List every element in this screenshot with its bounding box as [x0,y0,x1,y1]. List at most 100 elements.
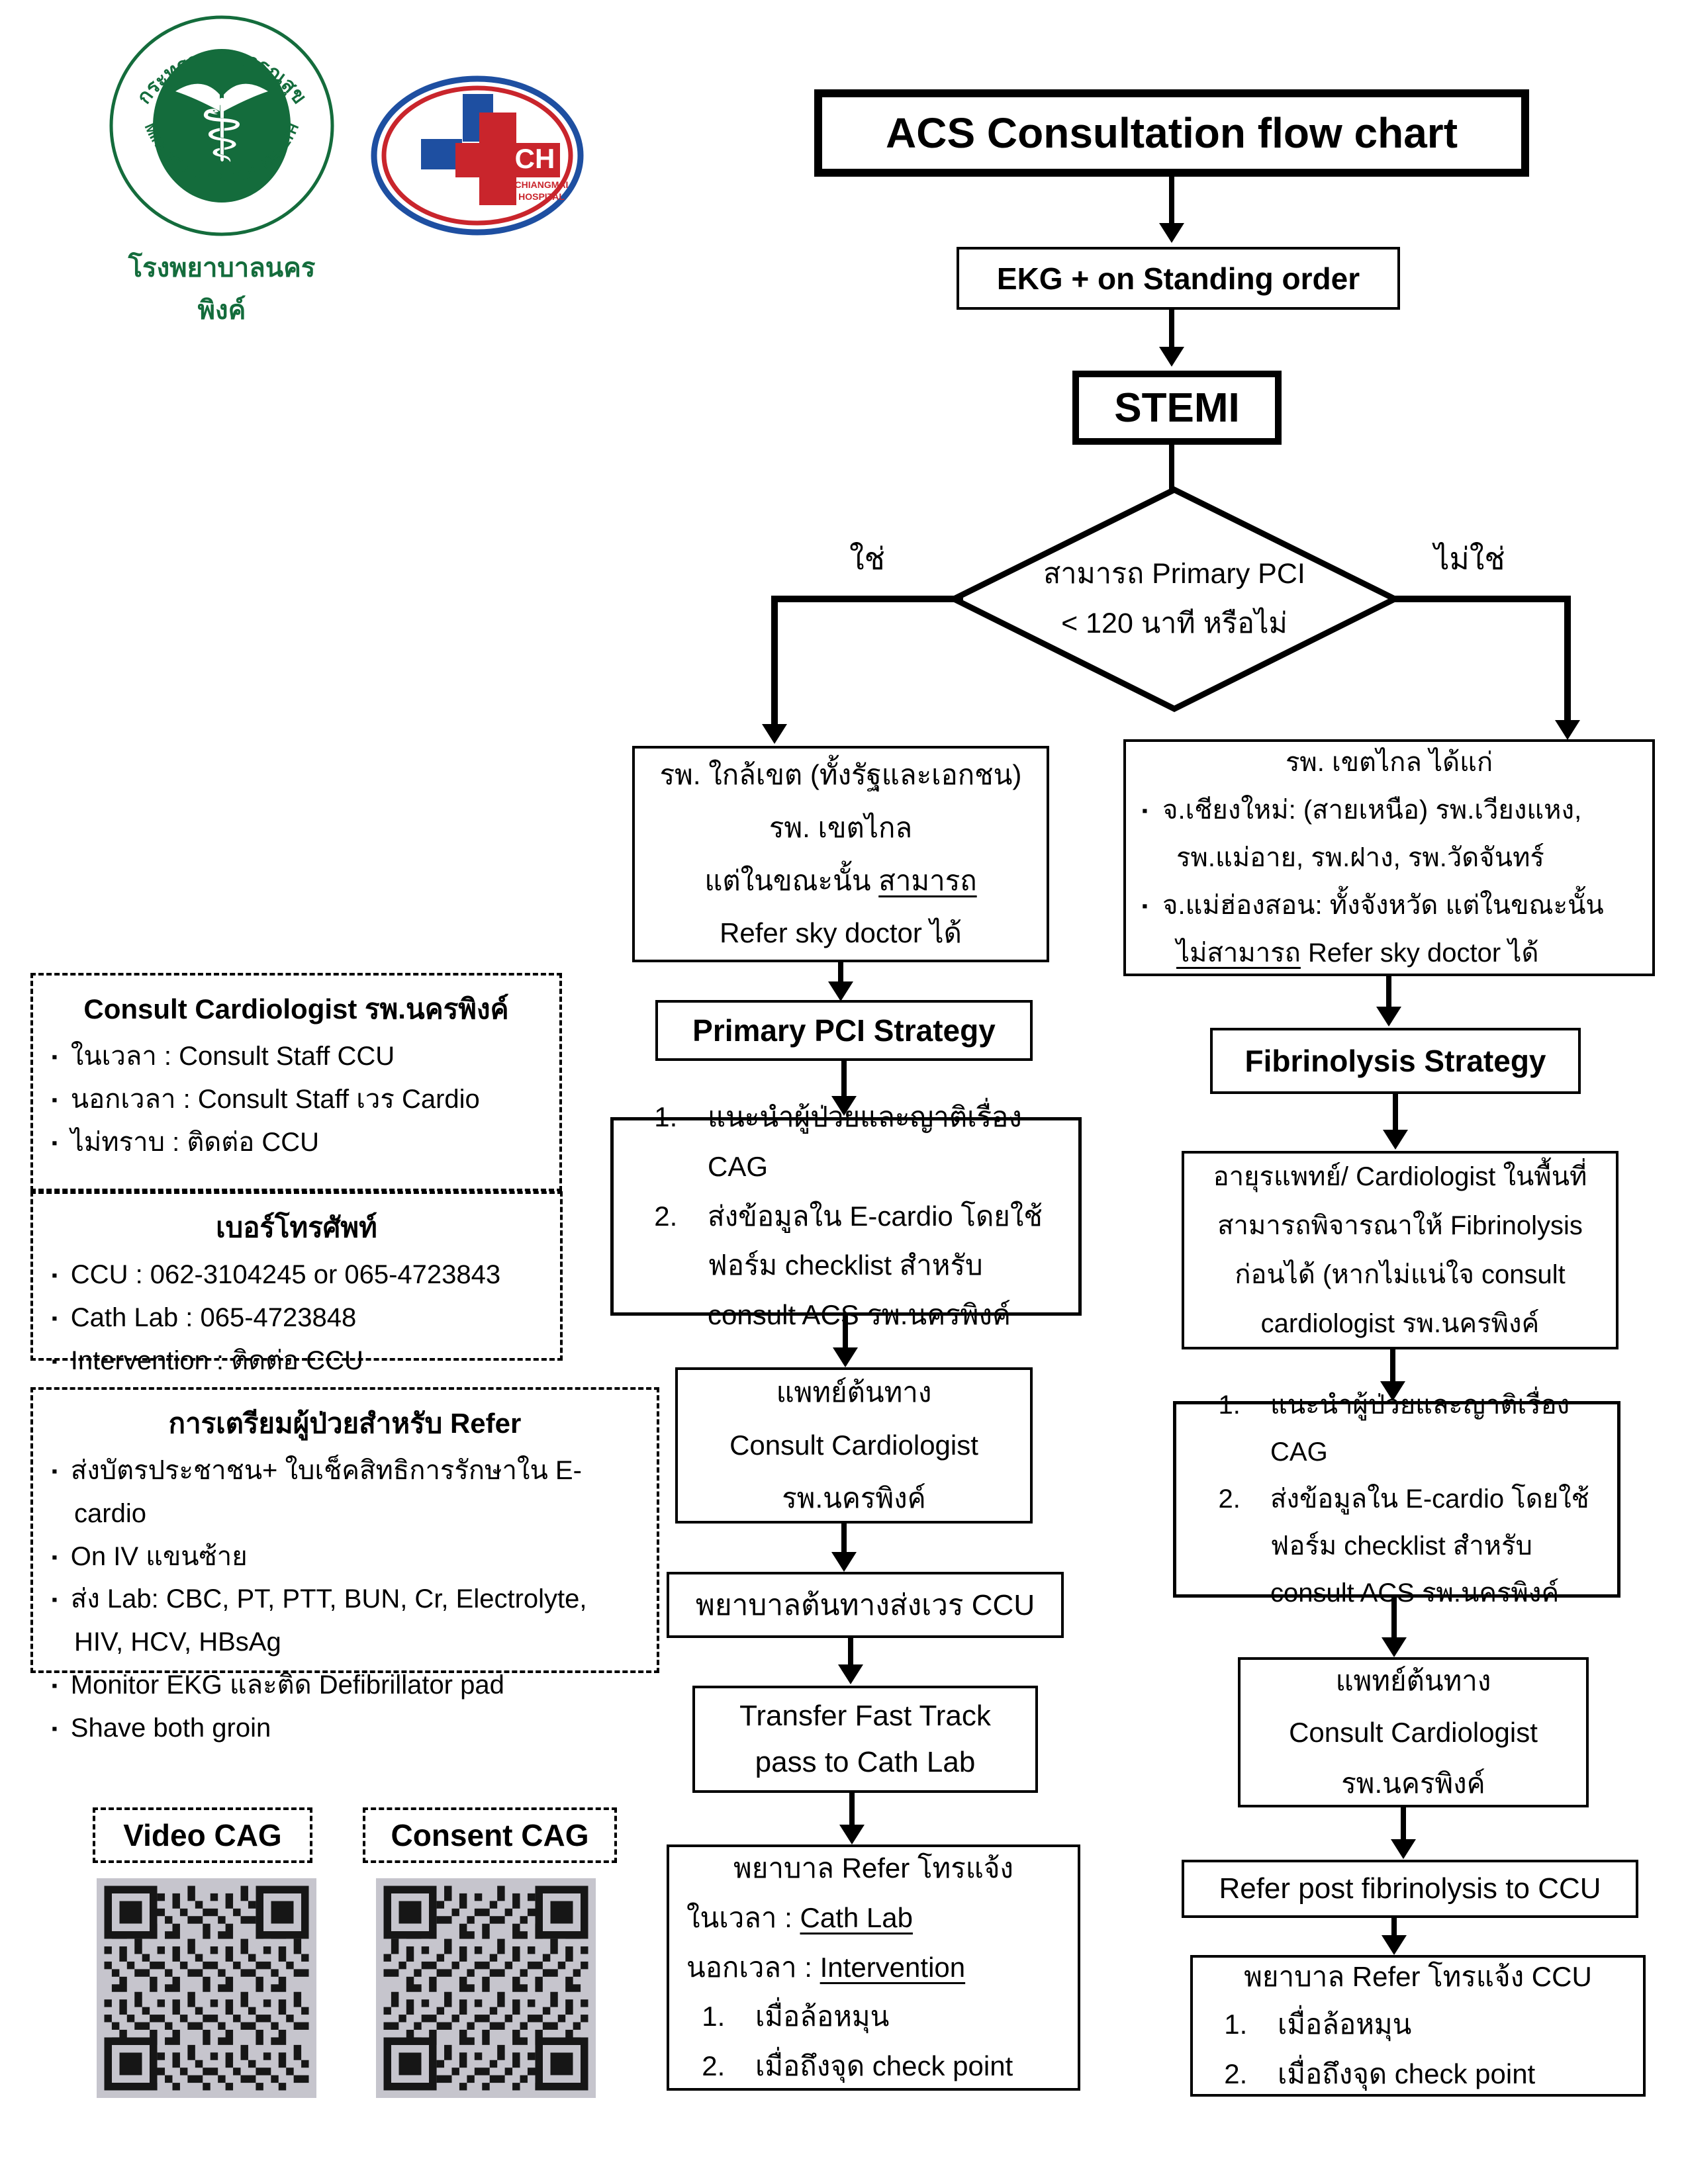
video-cag-label-text: Video CAG [123,1818,282,1852]
left-consult-line1: แพทย์ต้นทาง [776,1377,932,1408]
consult-panel-item: นอกเวลา : Consult Staff เวร Cardio [52,1078,543,1121]
physician-line2: สามารถพิจารณาให้ Fibrinolysis [1217,1211,1583,1240]
near-hospital-box: รพ. ใกล้เขต (ทั้งรัฐและเอกชน) รพ. เขตไกล… [632,746,1049,962]
right-refer-notify-box: พยาบาล Refer โทรแจ้ง CCU เมื่อล้อหมุน เม… [1190,1955,1646,2097]
phones-panel-title: เบอร์โทรศัพท์ [216,1212,377,1243]
flow-connector [1564,596,1571,723]
flow-connector [849,1793,855,1826]
transfer-line1: Transfer Fast Track [739,1699,991,1732]
decision-no-label: ไม่ใช่ [1434,541,1505,576]
left-steps-list: แนะนำผู้ป่วยและญาติเรื่อง CAG ส่งข้อมูลใ… [614,1093,1078,1340]
flow-connector [841,1524,847,1553]
prep-panel-item: Shave both groin [52,1707,641,1750]
decision-line1: สามารถ Primary PCI [1043,557,1305,590]
far-hospital-bullet1: ▪ จ.เชียงใหม่: (สายเหนือ) รพ.เวียงแหง, ร… [1142,786,1636,882]
near-hospital-line2: รพ. เขตไกล [769,811,913,843]
prep-panel-item: On IV แขนซ้าย [52,1535,641,1578]
page-title-text: ACS Consultation flow chart [886,109,1458,157]
phones-panel-list: CCU : 062-3104245 or 065-4723843 Cath La… [33,1253,560,1382]
left-notify-steps: เมื่อล้อหมุน เมื่อถึงจุด check point [686,1992,1060,2091]
flow-connector [848,1638,853,1666]
nurse-handoff-ccu-text: พยาบาลต้นทางส่งเวร CCU [695,1589,1035,1621]
flow-connector [1391,1918,1397,1936]
left-steps-box: แนะนำผู้ป่วยและญาติเรื่อง CAG ส่งข้อมูลใ… [610,1101,1082,1330]
right-notify-step-2: เมื่อถึงจุด check point [1255,2050,1607,2099]
consult-panel-item: ในเวลา : Consult Staff CCU [52,1035,543,1078]
right-notify-step-1: เมื่อล้อหมุน [1255,2000,1607,2050]
video-cag-qr-code [97,1878,316,2098]
transfer-fast-track-box: Transfer Fast Track pass to Cath Lab [692,1686,1038,1793]
arrow-down-icon [1555,720,1580,740]
arrow-down-icon [1391,1839,1416,1859]
phones-panel-item: CCU : 062-3104245 or 065-4723843 [52,1253,544,1297]
fibrinolysis-strategy-box: Fibrinolysis Strategy [1210,1028,1581,1094]
flow-connector [771,596,963,602]
far-hospital-box: รพ. เขตไกล ได้แก่ ▪ จ.เชียงใหม่: (สายเหน… [1123,739,1655,976]
far-hospital-bullet2-underline: ไม่สามารถ [1176,938,1301,968]
arrow-down-icon [1380,1381,1405,1401]
prep-panel-item: ส่งบัตรประชาชน+ ใบเช็คสิทธิการรักษาใน E-… [52,1449,641,1535]
flow-connector [1389,596,1571,602]
decision-yes-label: ใช่ [849,541,885,576]
left-notify-step-2: เมื่อถึงจุด check point [733,2042,1041,2091]
primary-pci-strategy-text: Primary PCI Strategy [692,1013,996,1048]
ekg-standing-order-box: EKG + on Standing order [957,247,1400,310]
flow-connector [841,1061,847,1098]
right-step-1: แนะนำผู้ป่วยและญาติเรื่อง CAG [1248,1382,1597,1476]
far-hospital-heading: รพ. เขตไกล ได้แก่ [1285,748,1493,777]
arrow-down-icon [1159,223,1184,243]
nurse-handoff-ccu-box: พยาบาลต้นทางส่งเวร CCU [667,1572,1064,1638]
physician-line4: cardiologist รพ.นครพิงค์ [1260,1309,1540,1338]
decision-text: สามารถ Primary PCI < 120 นาที หรือไม่ [982,523,1366,675]
phones-panel-item: Cath Lab : 065-4723848 [52,1297,544,1340]
near-hospital-line4: Refer sky doctor ได้ [720,917,962,949]
primary-pci-strategy-box: Primary PCI Strategy [655,1000,1033,1061]
local-physician-box: อายุรแพทย์/ Cardiologist ในพื้นที่ สามาร… [1182,1151,1618,1349]
right-steps-list: แนะนำผู้ป่วยและญาติเรื่อง CAG ส่งข้อมูลใ… [1176,1382,1617,1617]
right-consult-line3: รพ.นครพิงค์ [1341,1768,1485,1799]
refer-post-fibrinolysis-box: Refer post fibrinolysis to CCU [1182,1860,1638,1918]
moph-caption: โรงพยาบาลนครพิงค์ [128,253,316,325]
flow-connector [1390,1349,1395,1383]
arrow-down-icon [1159,347,1184,367]
near-hospital-line3-underline: สามารถ [878,864,977,896]
right-step-2: ส่งข้อมูลใน E-cardio โดยใช้ฟอร์ม checkli… [1248,1476,1597,1617]
arrow-down-icon [833,1347,858,1367]
flow-connector [1401,1807,1406,1841]
flow-connector [1169,310,1174,348]
left-notify-inhours: ในเวลา : Cath Lab [686,1893,1060,1943]
far-hospital-bullet2-suffix: Refer sky doctor ได้ [1300,938,1539,968]
decision-diamond [949,486,1399,713]
phone-numbers-panel: เบอร์โทรศัพท์ CCU : 062-3104245 or 065-4… [30,1191,563,1375]
stemi-box: STEMI [1072,371,1282,445]
left-notify-inhours-label: ในเวลา : [686,1901,800,1933]
left-refer-notify-box: พยาบาล Refer โทรแจ้ง ในเวลา : Cath Lab น… [667,1844,1080,2091]
moph-logo: กระทรวงสาธารณสุข MINISTRY OF PUBLIC HEAL… [106,12,338,325]
right-steps-box: แนะนำผู้ป่วยและญาติเรื่อง CAG ส่งข้อมูลใ… [1173,1390,1620,1608]
consult-panel-title: Consult Cardiologist รพ.นครพิงค์ [83,993,509,1024]
arrow-down-icon [1376,1007,1401,1026]
far-hospital-bullet1-text: จ.เชียงใหม่: (สายเหนือ) รพ.เวียงแหง, รพ.… [1162,796,1582,872]
left-notify-inhours-value: Cath Lab [800,1901,913,1933]
page-title: ACS Consultation flow chart [814,89,1529,177]
refer-preparation-panel: การเตรียมผู้ป่วยสำหรับ Refer ส่งบัตรประช… [30,1387,659,1743]
flow-connector [838,962,843,983]
arrow-down-icon [831,1552,857,1572]
transfer-line2: pass to Cath Lab [755,1746,976,1778]
flow-connector [1393,1094,1398,1131]
ch-abbr: CH [515,143,555,174]
prep-panel-item: Monitor EKG และติด Defibrillator pad [52,1664,641,1707]
far-hospital-bullet2-prefix: จ.แม่ฮ่องสอน: ทั้งจังหวัด แต่ในขณะนั้น [1162,891,1604,920]
near-hospital-line3: แต่ในขณะนั้น สามารถ [704,854,976,907]
refer-post-fibrinolysis-text: Refer post fibrinolysis to CCU [1219,1872,1601,1905]
phones-panel-item: Intervention : ติดต่อ CCU [52,1340,544,1383]
consent-cag-label-text: Consent CAG [391,1818,589,1852]
bullet-icon: ▪ [1142,802,1148,820]
left-step-1: แนะนำผู้ป่วยและญาติเรื่อง CAG [685,1093,1058,1192]
video-cag-label: Video CAG [93,1807,312,1863]
left-consult-line3: รพ.นครพิงค์ [782,1482,926,1514]
left-notify-offhours: นอกเวลา : Intervention [686,1943,1060,1993]
left-notify-step-1: เมื่อล้อหมุน [733,1992,1041,2042]
far-hospital-bullet2: ▪ จ.แม่ฮ่องสอน: ทั้งจังหวัด แต่ในขณะนั้น… [1142,882,1636,977]
prep-panel-list: ส่งบัตรประชาชน+ ใบเช็คสิทธิการรักษาใน E-… [33,1449,657,1750]
